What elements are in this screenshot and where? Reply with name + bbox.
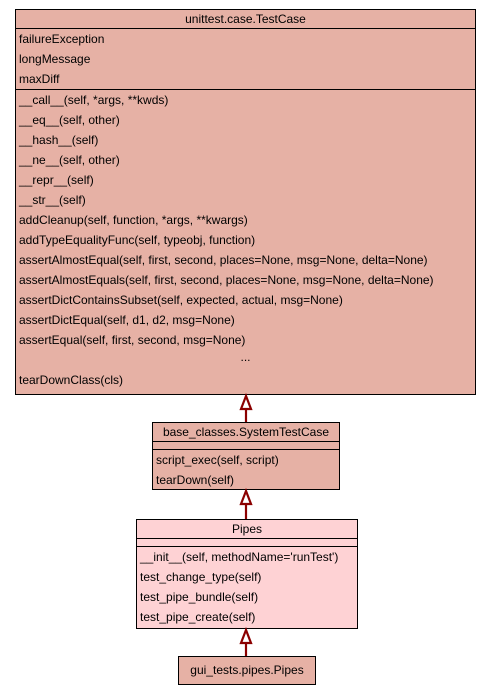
methods-section-pipes: __init__(self, methodName='runTest') tes…: [137, 547, 357, 627]
class-box-pipes[interactable]: Pipes __init__(self, methodName='runTest…: [136, 519, 358, 629]
attributes-section-testcase: failureException longMessage maxDiff: [16, 29, 475, 90]
attribute: longMessage: [19, 52, 91, 66]
attributes-section-pipes: [137, 539, 357, 547]
method: __hash__(self): [19, 133, 99, 147]
class-box-gui-pipes[interactable]: gui_tests.pipes.Pipes: [178, 656, 316, 685]
attribute: maxDiff: [19, 72, 60, 86]
method: assertAlmostEquals(self, first, second, …: [19, 273, 434, 287]
class-box-testcase[interactable]: unittest.case.TestCase failureException …: [15, 9, 476, 395]
class-box-systemtestcase[interactable]: base_classes.SystemTestCase script_exec(…: [152, 422, 340, 490]
method: test_change_type(self): [140, 570, 262, 584]
method: __init__(self, methodName='runTest'): [140, 550, 339, 564]
method: test_pipe_bundle(self): [140, 590, 259, 604]
attributes-section-systemtestcase: [153, 442, 339, 450]
inheritance-edge-gui-pipes-to-pipes: [239, 626, 253, 656]
method: assertDictContainsSubset(self, expected,…: [19, 293, 343, 307]
method: __eq__(self, other): [19, 113, 120, 127]
inheritance-edge-systemtestcase-to-testcase: [239, 392, 253, 422]
method: script_exec(self, script): [156, 453, 279, 467]
method: tearDownClass(cls): [19, 373, 124, 387]
method: __ne__(self, other): [19, 153, 120, 167]
method: addTypeEqualityFunc(self, typeobj, funct…: [19, 233, 256, 247]
method: __repr__(self): [19, 173, 94, 187]
attribute: failureException: [19, 32, 105, 46]
method: addCleanup(self, function, *args, **kwar…: [19, 213, 248, 227]
class-name-testcase: unittest.case.TestCase: [16, 10, 475, 29]
methods-section-testcase: __call__(self, *args, **kwds) __eq__(sel…: [16, 90, 475, 390]
method: assertDictEqual(self, d1, d2, msg=None): [19, 313, 235, 327]
class-name-systemtestcase: base_classes.SystemTestCase: [153, 423, 339, 442]
class-name-gui-pipes: gui_tests.pipes.Pipes: [190, 663, 304, 677]
inheritance-edge-pipes-to-systemtestcase: [239, 487, 253, 519]
class-name-pipes: Pipes: [137, 520, 357, 539]
method: __str__(self): [19, 193, 86, 207]
method: tearDown(self): [156, 473, 235, 487]
method: test_pipe_create(self): [140, 610, 256, 624]
method-ellipsis: ...: [240, 350, 251, 364]
methods-section-systemtestcase: script_exec(self, script) tearDown(self): [153, 450, 339, 490]
method: assertEqual(self, first, second, msg=Non…: [19, 333, 246, 347]
method: assertAlmostEqual(self, first, second, p…: [19, 253, 428, 267]
method: __call__(self, *args, **kwds): [19, 93, 169, 107]
